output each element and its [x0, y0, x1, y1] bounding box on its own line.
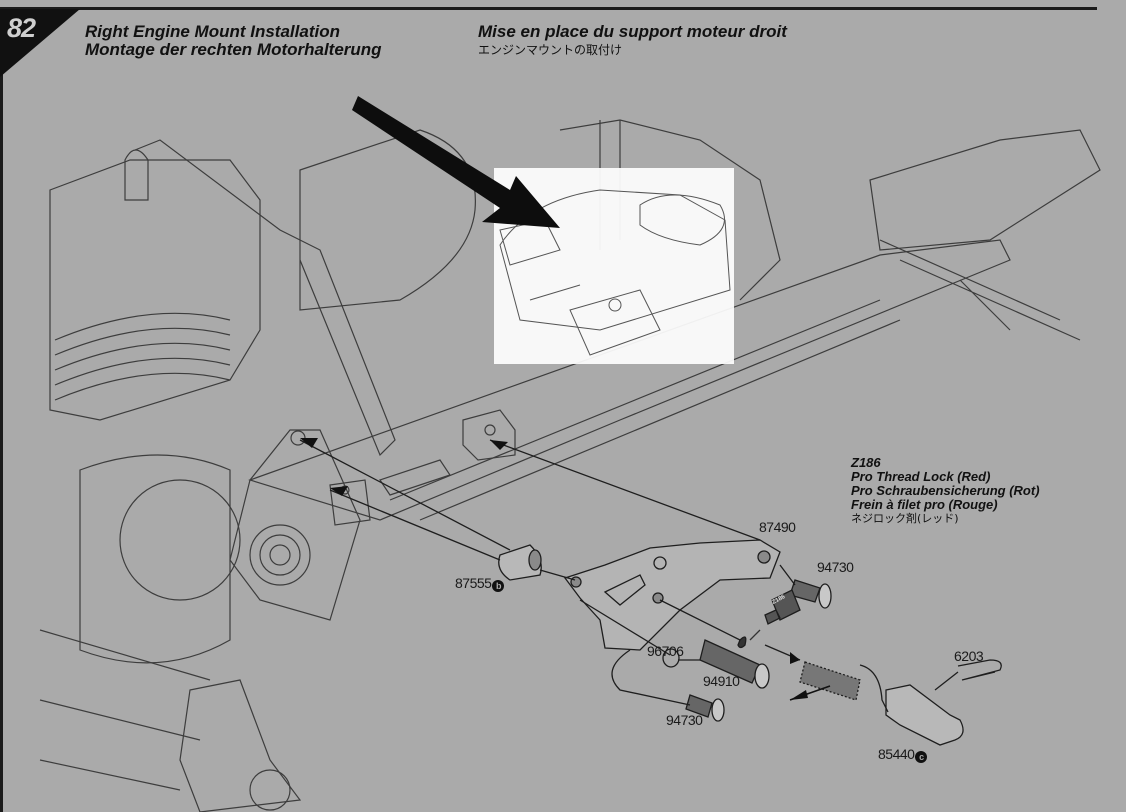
engine-mount-left [229, 429, 361, 621]
star-washer [662, 648, 680, 668]
bearing [249, 524, 311, 586]
thread-lock-gel [799, 661, 861, 701]
part-label-6203: 6203 [954, 648, 984, 664]
suspension-arms [869, 129, 1101, 251]
step-badge [0, 9, 80, 77]
thread-lock-note: Z186 Pro Thread Lock (Red) Pro Schrauben… [851, 456, 1040, 526]
engine-mount-plate [563, 539, 781, 651]
mount-block-lower [329, 479, 371, 526]
title-german: Montage der rechten Motorhalterung [85, 40, 382, 59]
note-french: Frein à filet pro (Rouge) [851, 497, 998, 512]
left-rule [0, 10, 3, 812]
part-label-94910: 94910 [703, 673, 740, 689]
screw-94910 [699, 639, 761, 684]
title-japanese: エンジンマウントの取付け [478, 43, 623, 57]
note-japanese: ネジロック剤(レッド) [851, 512, 959, 525]
body-mount [885, 684, 964, 746]
part-label-96706: 96706 [647, 643, 684, 659]
bag-c-icon: c [915, 751, 928, 763]
title-english: Right Engine Mount Installation [85, 22, 340, 41]
steering-knuckle [179, 679, 302, 812]
radio-box-drawing [499, 189, 731, 356]
engine-block [49, 159, 261, 421]
pin [379, 459, 451, 496]
note-german: Pro Schraubensicherung (Rot) [851, 483, 1040, 498]
bag-b-icon: b [492, 580, 505, 592]
title-french: Mise en place du support moteur droit [478, 22, 787, 41]
part-label-94730-top: 94730 [817, 559, 854, 575]
fuel-tank [299, 129, 476, 311]
note-part-number: Z186 [851, 455, 881, 470]
body-clip [957, 659, 1002, 681]
chassis-plate [248, 239, 1011, 521]
direction-arrows [300, 438, 808, 700]
roll-bar [134, 139, 396, 457]
big-pointer-arrow [352, 96, 560, 228]
header-rule [0, 7, 1097, 10]
mount-block-upper [462, 409, 516, 461]
note-english: Pro Thread Lock (Red) [851, 469, 991, 484]
part-label-87490: 87490 [759, 519, 796, 535]
part-label-94730-bottom: 94730 [666, 712, 703, 728]
thread-lock-bottle [764, 589, 801, 625]
glow-plug [124, 149, 149, 201]
step-number: 82 [7, 13, 36, 43]
